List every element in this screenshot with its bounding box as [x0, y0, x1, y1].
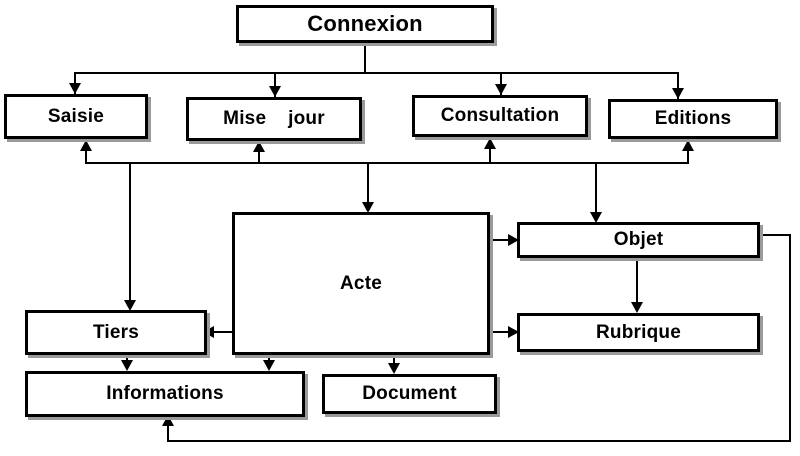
arrowhead-down-objet — [590, 212, 602, 223]
arrowhead-down-document — [388, 363, 400, 374]
node-mise-a-jour[interactable]: Mise jour — [186, 97, 362, 141]
connector-acte-to-rubrique — [490, 331, 512, 333]
connector-mid-to-objet — [595, 162, 597, 214]
connector-objet-feedback-riser — [167, 424, 169, 441]
connector-bus-to-mise — [274, 72, 276, 97]
connector-objet-feedback-top — [760, 234, 791, 236]
arrowhead-down-saisie — [69, 83, 81, 94]
arrowhead-down-rubrique — [631, 302, 643, 313]
connector-acte-to-tiers — [209, 331, 235, 333]
connector-connexion-stem — [364, 43, 366, 73]
connector-acte-to-document — [393, 355, 395, 369]
node-objet[interactable]: Objet — [517, 222, 760, 258]
arrowhead-down-mise — [269, 86, 281, 97]
arrowhead-up-saisie — [80, 140, 92, 151]
connector-acte-to-objet — [490, 239, 512, 241]
arrowhead-down-acte — [362, 202, 374, 213]
connector-bus-to-consultation — [500, 72, 502, 95]
arrowhead-right-objet — [508, 234, 519, 246]
connector-mid-to-saisie — [85, 150, 87, 163]
connector-mid-to-consultation — [489, 148, 491, 163]
connector-objet-feedback-right-rail — [789, 234, 791, 442]
node-saisie[interactable]: Saisie — [4, 94, 148, 139]
connector-mid-bus — [85, 162, 689, 164]
arrowhead-up-editions — [682, 140, 694, 151]
connector-mid-to-mise — [258, 150, 260, 163]
arrowhead-up-mise — [253, 141, 265, 152]
connector-mid-to-tiers — [129, 162, 131, 302]
arrowhead-down-editions — [672, 88, 684, 99]
arrowhead-right-rubrique — [508, 326, 519, 338]
node-consultation[interactable]: Consultation — [412, 95, 588, 137]
arrowhead-down-informations-acte — [263, 360, 275, 371]
connector-mid-to-acte — [367, 162, 369, 204]
connector-objet-to-rubrique — [636, 258, 638, 306]
node-editions[interactable]: Editions — [608, 99, 778, 139]
arrowhead-down-tiers — [124, 300, 136, 311]
node-acte[interactable]: Acte — [232, 212, 490, 355]
node-connexion[interactable]: Connexion — [236, 5, 494, 43]
arrowhead-down-consultation — [495, 84, 507, 95]
connector-objet-feedback-bottom — [167, 440, 791, 442]
connector-mid-to-editions — [687, 150, 689, 163]
node-tiers[interactable]: Tiers — [25, 310, 207, 355]
connector-bus-to-editions — [677, 72, 679, 99]
node-document[interactable]: Document — [322, 374, 497, 414]
arrowhead-up-informations-feedback — [162, 415, 174, 426]
arrowhead-up-consultation — [484, 138, 496, 149]
node-rubrique[interactable]: Rubrique — [517, 313, 760, 352]
arrowhead-down-informations-tiers — [121, 360, 133, 371]
node-informations[interactable]: Informations — [25, 371, 305, 417]
arrowhead-left-tiers — [203, 326, 214, 338]
connector-top-bus — [74, 72, 678, 74]
